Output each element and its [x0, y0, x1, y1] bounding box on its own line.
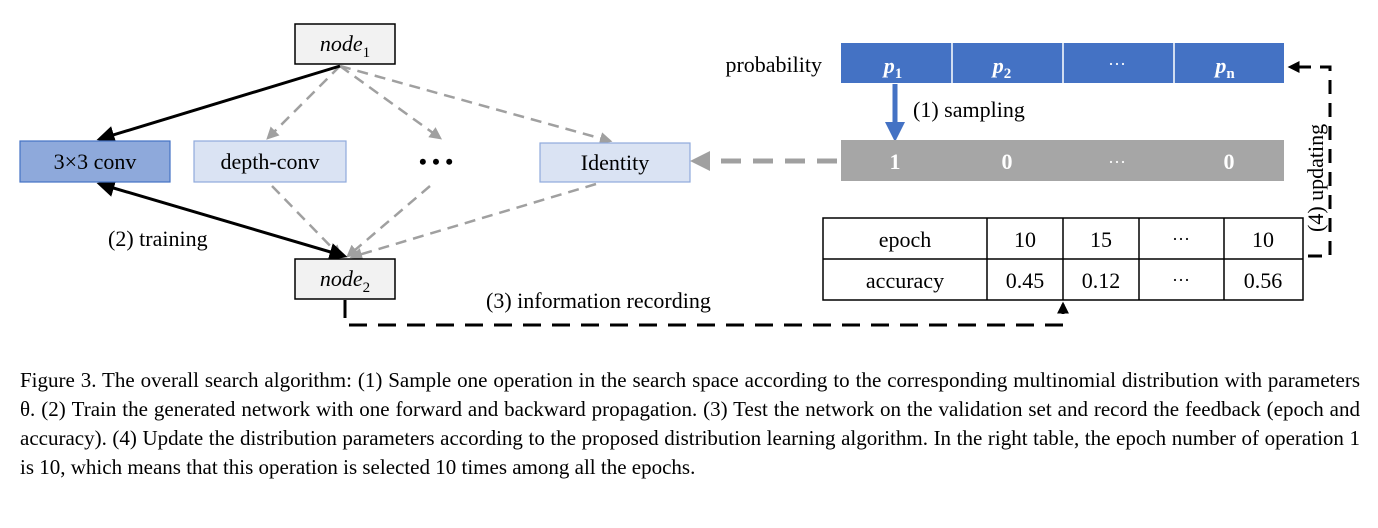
recording-arrow [343, 300, 1069, 327]
node1-dashed-edges [266, 64, 613, 145]
table-epoch-n: 10 [1252, 227, 1274, 252]
table-accuracy-2: 0.12 [1082, 268, 1121, 293]
prob-cell-1: p1 [882, 53, 903, 82]
table-accuracy-1: 0.45 [1006, 268, 1045, 293]
updating-arrow [1287, 61, 1332, 258]
operation-identity-label: Identity [581, 150, 649, 175]
edge-node1-conv [96, 64, 341, 144]
prob-cell-ellipsis: ··· [1108, 54, 1126, 74]
table-accuracy-label: accuracy [866, 268, 944, 293]
table-epoch-1: 10 [1014, 227, 1036, 252]
search-algorithm-diagram: node1 node2 3×3 conv depth-conv • • • Id… [19, 23, 1332, 327]
edge-node1-identity [339, 64, 613, 145]
table-epoch-ellipsis: ··· [1172, 229, 1190, 249]
operation-conv-label: 3×3 conv [54, 149, 137, 174]
operation-depth-conv-label: depth-conv [221, 149, 320, 174]
table-accuracy-n: 0.56 [1244, 268, 1283, 293]
sample-cell-1: 1 [890, 149, 901, 174]
sample-cell-n: 0 [1224, 149, 1235, 174]
sample-cell-2: 0 [1002, 149, 1013, 174]
table-epoch-2: 15 [1090, 227, 1112, 252]
sample-cell-ellipsis: ··· [1108, 152, 1126, 172]
table-accuracy-ellipsis: ··· [1172, 270, 1190, 290]
node2-label: node2 [320, 266, 370, 296]
operation-conv: 3×3 conv [19, 140, 171, 183]
operation-depth-conv: depth-conv [193, 140, 347, 183]
node1-label: node1 [320, 31, 370, 61]
node2-dashed-edges [271, 182, 597, 261]
sample-vector: 1 0 ··· 0 [841, 140, 1284, 181]
node1-box: node1 [294, 23, 396, 65]
recording-label: (3) information recording [486, 288, 711, 313]
edge-conv-node2 [96, 179, 348, 261]
probability-label: probability [725, 52, 822, 77]
training-label: (2) training [108, 226, 208, 251]
probability-bar: p1 p2 ··· pn [841, 43, 1284, 83]
feedback-table: epoch 10 15 ··· 10 accuracy 0.45 0.12 ··… [822, 217, 1304, 301]
operation-identity: Identity [539, 142, 691, 183]
edge-dots-node2 [346, 185, 431, 258]
operation-ellipsis: • • • [419, 149, 453, 174]
table-epoch-label: epoch [879, 227, 932, 252]
edge-identity-node2 [349, 182, 597, 261]
edge-node1-dots [339, 64, 443, 140]
updating-label: (4) updating [1303, 124, 1328, 232]
prob-cell-2: p2 [991, 53, 1012, 82]
prob-cell-n: pn [1213, 53, 1235, 82]
sampling-label: (1) sampling [913, 97, 1025, 122]
node2-box: node2 [294, 258, 396, 300]
figure-caption: Figure 3. The overall search algorithm: … [20, 368, 1360, 479]
